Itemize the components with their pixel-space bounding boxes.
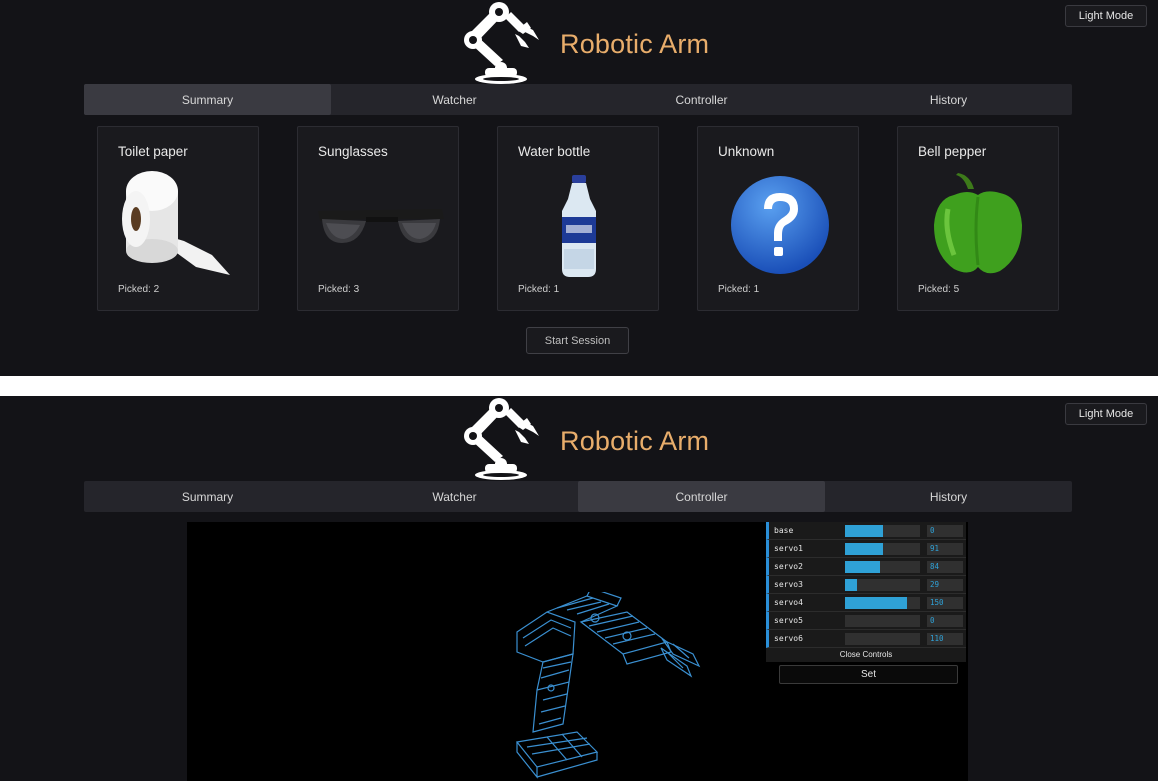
set-button[interactable]: Set: [779, 665, 958, 684]
item-card[interactable]: Unknown Picked: 1: [697, 126, 859, 311]
servo-slider[interactable]: [845, 597, 920, 609]
servo-slider[interactable]: [845, 579, 920, 591]
servo-label: servo2: [774, 562, 803, 571]
servo-row: servo4 150: [766, 594, 966, 612]
servo-slider-fill: [845, 579, 857, 591]
item-count: Picked: 3: [318, 284, 360, 295]
servo-label: servo4: [774, 598, 803, 607]
light-mode-button[interactable]: Light Mode: [1065, 403, 1147, 425]
servo-label: servo3: [774, 580, 803, 589]
item-card[interactable]: Bell pepper Picked: 5: [897, 126, 1059, 311]
servo-slider-fill: [845, 561, 880, 573]
servo-slider[interactable]: [845, 543, 920, 555]
item-name: Sunglasses: [318, 144, 388, 159]
servo-value-input[interactable]: 0: [927, 525, 963, 537]
servo-label: servo1: [774, 544, 803, 553]
item-name: Bell pepper: [918, 144, 987, 159]
robotic-arm-logo-icon: [464, 398, 539, 480]
servo-control-panel: base 0 servo1 91 servo2 84 servo3 29 ser…: [766, 522, 966, 662]
servo-value-input[interactable]: 150: [927, 597, 963, 609]
servo-label: servo5: [774, 616, 803, 625]
tab-controller[interactable]: Controller: [675, 92, 728, 107]
servo-row: servo1 91: [766, 540, 966, 558]
item-name: Toilet paper: [118, 144, 188, 159]
question-mark-icon: [731, 176, 829, 274]
servo-slider[interactable]: [845, 561, 920, 573]
servo-slider-fill: [845, 543, 883, 555]
servo-slider[interactable]: [845, 525, 920, 537]
bell-pepper-image: [934, 173, 1022, 274]
servo-label: servo6: [774, 634, 803, 643]
servo-slider[interactable]: [845, 615, 920, 627]
servo-row: servo6 110: [766, 630, 966, 648]
controller-view: Light Mode Robotic Arm Summary Watcher C…: [0, 396, 1158, 781]
close-controls-button[interactable]: Close Controls: [839, 650, 893, 659]
servo-value-input[interactable]: 91: [927, 543, 963, 555]
tab-watcher[interactable]: Watcher: [432, 489, 477, 504]
servo-slider-fill: [845, 597, 908, 609]
servo-row: servo5 0: [766, 612, 966, 630]
servo-row: servo3 29: [766, 576, 966, 594]
tab-summary[interactable]: Summary: [84, 84, 331, 115]
item-count: Picked: 1: [518, 284, 560, 295]
item-count: Picked: 5: [918, 284, 960, 295]
servo-value-input[interactable]: 84: [927, 561, 963, 573]
robot-arm-wireframe: [515, 592, 701, 779]
item-card[interactable]: Water bottle Picked: 1: [497, 126, 659, 311]
main-tabs: Summary Watcher Controller History: [84, 84, 1072, 115]
item-card[interactable]: Sunglasses Picked: 3: [297, 126, 459, 311]
servo-slider[interactable]: [845, 633, 920, 645]
servo-slider-fill: [845, 525, 883, 537]
water-bottle-image: [562, 175, 596, 277]
servo-label: base: [774, 526, 794, 535]
tab-history[interactable]: History: [929, 92, 968, 107]
tab-history[interactable]: History: [929, 489, 968, 504]
item-name: Water bottle: [518, 144, 591, 159]
toilet-paper-image: [122, 171, 230, 275]
sunglasses-image: [318, 209, 444, 243]
robotic-arm-logo-icon: [464, 2, 539, 84]
servo-row: servo2 84: [766, 558, 966, 576]
light-mode-button[interactable]: Light Mode: [1065, 5, 1147, 27]
servo-value-input[interactable]: 0: [927, 615, 963, 627]
summary-view: Light Mode Robotic Arm Summary Watcher C…: [0, 0, 1158, 376]
start-session-button[interactable]: Start Session: [526, 327, 629, 354]
tab-summary[interactable]: Summary: [181, 489, 234, 504]
item-count: Picked: 2: [118, 284, 160, 295]
servo-value-input[interactable]: 110: [927, 633, 963, 645]
tab-controller[interactable]: Controller: [578, 481, 825, 512]
app-title: Robotic Arm: [560, 29, 710, 59]
servo-row: base 0: [766, 522, 966, 540]
app-title: Robotic Arm: [560, 426, 710, 456]
item-card[interactable]: Toilet paper Picked: 2: [97, 126, 259, 311]
item-cards: Toilet paper Picked: 2 Sunglasses: [97, 126, 1059, 311]
robot-3d-viewport[interactable]: base 0 servo1 91 servo2 84 servo3 29 ser…: [187, 522, 968, 781]
item-count: Picked: 1: [718, 284, 760, 295]
servo-value-input[interactable]: 29: [927, 579, 963, 591]
tab-watcher[interactable]: Watcher: [432, 92, 477, 107]
main-tabs: Summary Watcher Controller History: [84, 481, 1072, 512]
item-name: Unknown: [718, 144, 775, 159]
